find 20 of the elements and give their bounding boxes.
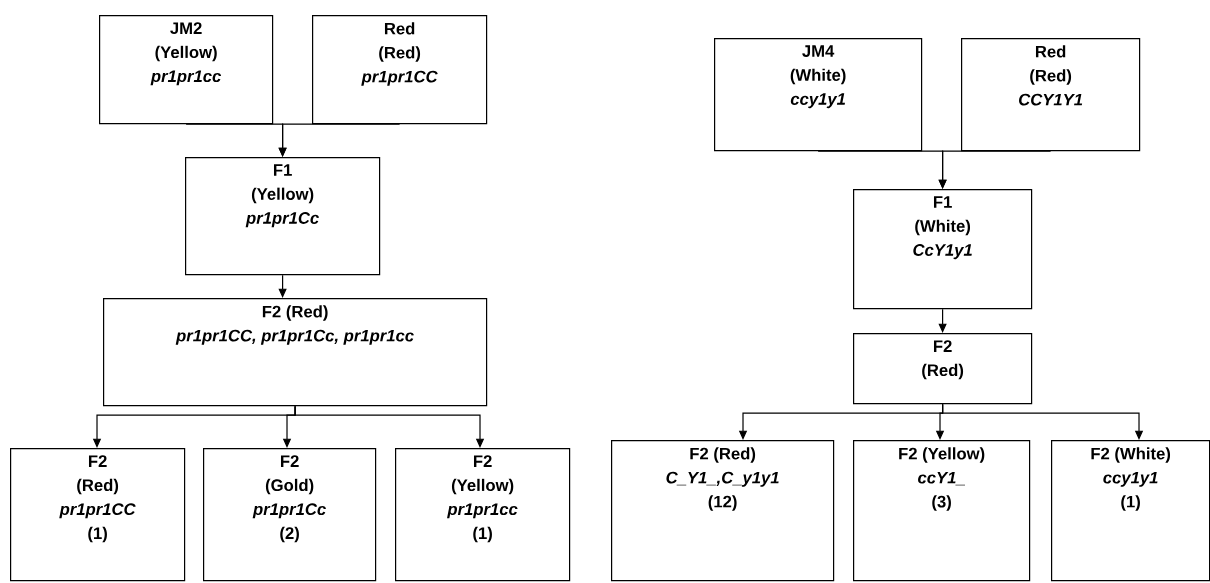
arrow xyxy=(942,403,1144,440)
arrow xyxy=(278,123,401,157)
cross-box: JM2 (Yellow) pr1pr1cc xyxy=(99,15,274,125)
cross-box: F2 (Red) xyxy=(853,333,1033,405)
cross-box: F1 (White) CcY1y1 xyxy=(853,189,1033,310)
cross-box: F2 (Yellow) ccY1_ (3) xyxy=(853,440,1031,582)
arrow xyxy=(294,405,485,448)
arrow xyxy=(938,308,947,333)
cross-box: F2 (Red) pr1pr1CC, pr1pr1Cc, pr1pr1cc xyxy=(103,298,488,407)
cross-box: Red (Red) pr1pr1CC xyxy=(312,15,488,125)
cross-box: F2 (Gold) pr1pr1Cc (2) xyxy=(203,448,377,582)
cross-box: JM4 (White) ccy1y1 xyxy=(714,38,923,152)
cross-box: F2 (White) ccy1y1 (1) xyxy=(1051,440,1210,582)
cross-box: F2 (Red) C_Y1_,C_y1y1 (12) xyxy=(611,440,835,582)
cross-box: F1 (Yellow) pr1pr1Cc xyxy=(185,157,381,276)
arrow xyxy=(278,274,287,298)
cross-box: F2 (Red) pr1pr1CC (1) xyxy=(10,448,186,582)
cross-box: Red (Red) CCY1Y1 xyxy=(961,38,1141,152)
cross-box: F2 (Yellow) pr1pr1cc (1) xyxy=(395,448,571,582)
arrow xyxy=(938,150,1052,189)
